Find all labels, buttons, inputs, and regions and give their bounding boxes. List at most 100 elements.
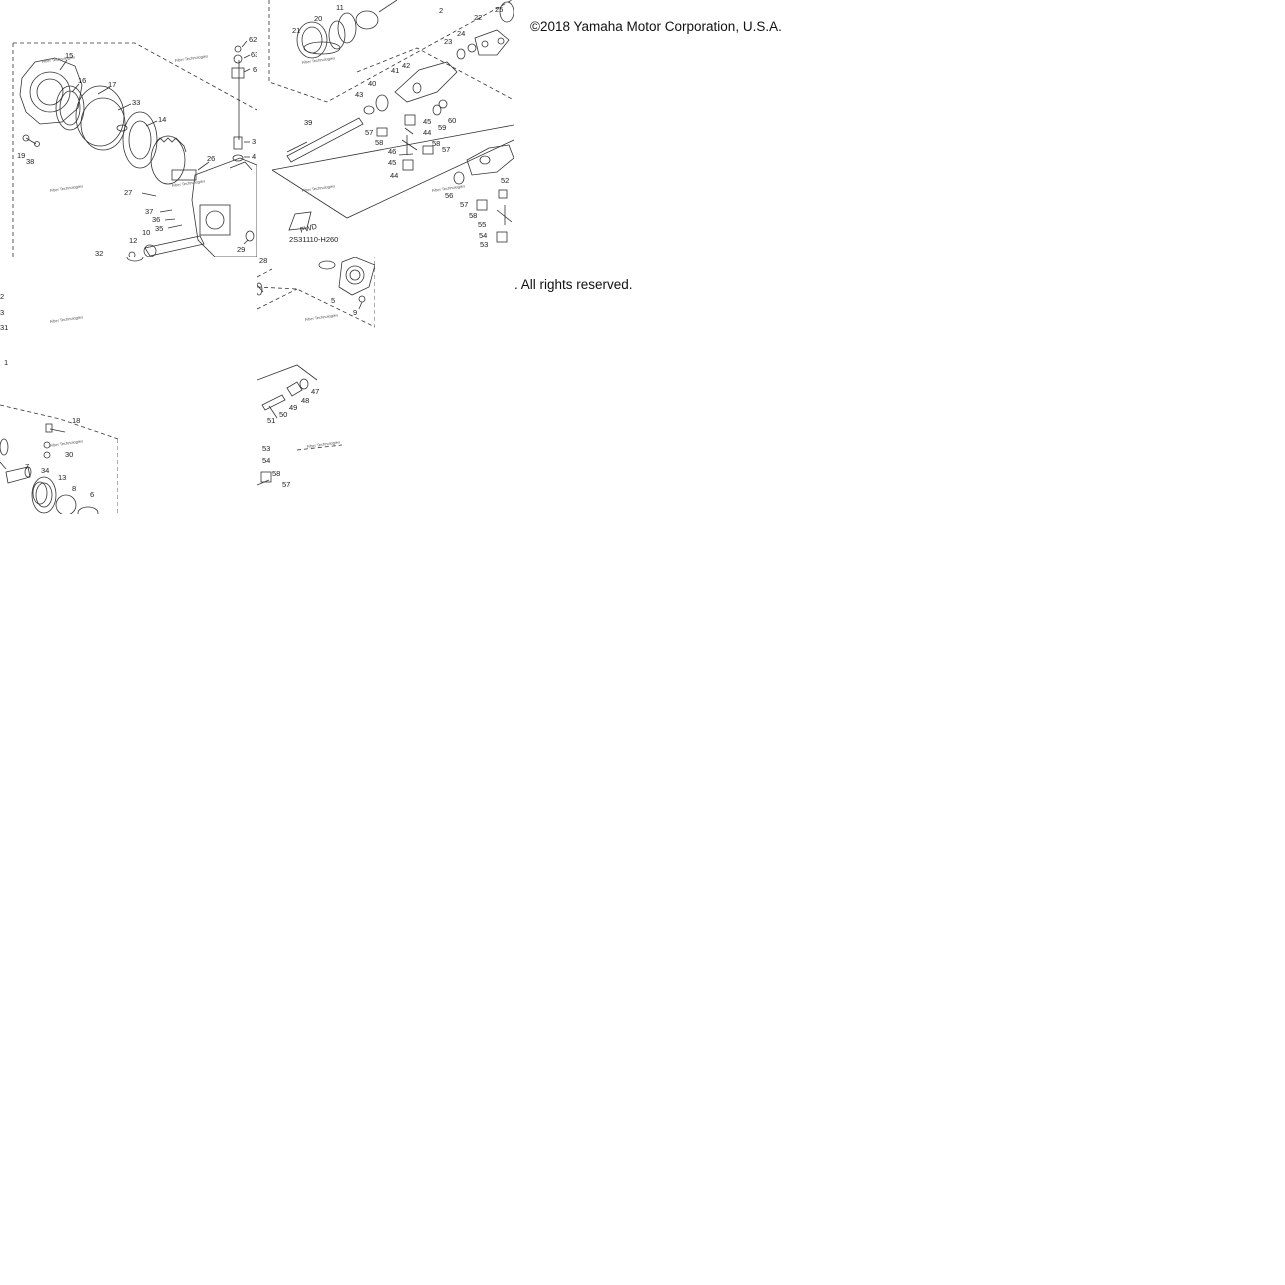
svg-text:53: 53 (262, 444, 270, 453)
copyright-text: ©2018 Yamaha Motor Corporation, U.S.A. (530, 19, 782, 34)
svg-text:58: 58 (272, 469, 280, 478)
svg-text:16: 16 (78, 76, 86, 85)
svg-text:58: 58 (469, 211, 477, 220)
svg-text:57: 57 (442, 145, 450, 154)
svg-text:Fiber Technologies: Fiber Technologies (171, 178, 205, 188)
left-fragment-view: Fiber Technologies 2 3 31 1 (0, 257, 144, 367)
fwd-arrow-label: FWD (299, 221, 318, 234)
svg-text:52: 52 (501, 176, 509, 185)
svg-text:7: 7 (25, 462, 29, 471)
svg-text:14: 14 (158, 115, 166, 124)
svg-text:12: 12 (129, 236, 137, 245)
pinion-exploded-view: Fiber Technologies 18 30 7 34 13 8 6 (0, 404, 118, 514)
svg-text:36: 36 (152, 215, 160, 224)
svg-text:44: 44 (423, 128, 431, 137)
svg-text:Fiber Technologies: Fiber Technologies (304, 312, 338, 322)
diagram-tile-flange: Fiber Technologies 28 5 9 (257, 257, 375, 337)
svg-text:11: 11 (336, 3, 344, 12)
svg-text:54: 54 (479, 231, 487, 240)
svg-text:18: 18 (72, 416, 80, 425)
svg-text:23: 23 (444, 37, 452, 46)
svg-text:45: 45 (388, 158, 396, 167)
svg-text:2: 2 (439, 6, 443, 15)
diagram-tile-left-fragment: Fiber Technologies 2 3 31 1 (0, 257, 257, 367)
svg-text:45: 45 (423, 117, 431, 126)
svg-text:Fiber Technologies: Fiber Technologies (49, 314, 83, 324)
svg-text:30: 30 (65, 450, 73, 459)
svg-text:19: 19 (17, 151, 25, 160)
diagram-code: 2S31110-H260 (289, 235, 338, 244)
svg-text:15: 15 (65, 51, 73, 60)
svg-text:13: 13 (58, 473, 66, 482)
svg-text:1: 1 (4, 358, 8, 367)
svg-text:Fiber Technologies: Fiber Technologies (306, 439, 340, 449)
svg-text:37: 37 (145, 207, 153, 216)
svg-text:26: 26 (207, 154, 215, 163)
svg-text:17: 17 (108, 80, 116, 89)
svg-text:57: 57 (365, 128, 373, 137)
svg-text:44: 44 (390, 171, 398, 180)
svg-text:41: 41 (391, 66, 399, 75)
svg-text:3: 3 (0, 308, 4, 317)
svg-text:42: 42 (402, 61, 410, 70)
svg-text:25: 25 (495, 5, 503, 14)
svg-text:57: 57 (282, 480, 290, 489)
svg-text:22: 22 (474, 13, 482, 22)
svg-text:40: 40 (368, 79, 376, 88)
diagram-tile-driveshaft: FWD 2S31110-H260 Fiber Technologies Fibe… (257, 0, 514, 257)
svg-text:35: 35 (155, 224, 163, 233)
svg-text:5: 5 (331, 296, 335, 305)
svg-text:48: 48 (301, 396, 309, 405)
svg-text:28: 28 (259, 257, 267, 265)
svg-text:21: 21 (292, 26, 300, 35)
flange-exploded-view: Fiber Technologies 28 5 9 (257, 257, 375, 328)
svg-text:20: 20 (314, 14, 322, 23)
part-label: 62 (249, 35, 257, 44)
svg-text:27: 27 (124, 188, 132, 197)
svg-text:10: 10 (142, 228, 150, 237)
svg-text:47: 47 (311, 387, 319, 396)
watermark-label: Fiber Technologies (41, 54, 75, 64)
driveshaft-exploded-view: FWD 2S31110-H260 Fiber Technologies Fibe… (268, 0, 514, 249)
diagram-tile-small-shaft: Fiber Technologies 47 48 49 50 51 53 54 … (257, 360, 347, 495)
svg-text:24: 24 (457, 29, 465, 38)
svg-text:56: 56 (445, 191, 453, 200)
svg-text:Fiber Technologies: Fiber Technologies (49, 438, 83, 448)
svg-text:Fiber Technologies: Fiber Technologies (301, 183, 335, 193)
svg-text:46: 46 (388, 147, 396, 156)
diagram-tile-pinion: Fiber Technologies 18 30 7 34 13 8 6 (0, 367, 118, 514)
svg-text:Fiber Technologies: Fiber Technologies (431, 183, 465, 193)
svg-text:43: 43 (355, 90, 363, 99)
svg-text:2: 2 (0, 292, 4, 301)
svg-text:57: 57 (460, 200, 468, 209)
svg-text:33: 33 (132, 98, 140, 107)
svg-text:54: 54 (262, 456, 270, 465)
svg-text:4: 4 (252, 152, 256, 161)
svg-text:9: 9 (353, 308, 357, 317)
svg-text:63: 63 (251, 50, 257, 59)
svg-text:59: 59 (438, 123, 446, 132)
svg-text:50: 50 (279, 410, 287, 419)
svg-text:29: 29 (237, 245, 245, 254)
housing-exploded-view: Fiber Technologies Fiber Technologies Fi… (12, 35, 257, 257)
svg-text:38: 38 (26, 157, 34, 166)
svg-text:60: 60 (448, 116, 456, 125)
svg-text:51: 51 (267, 416, 275, 425)
svg-text:39: 39 (304, 118, 312, 127)
svg-text:Fiber Technologies: Fiber Technologies (301, 55, 335, 65)
small-shaft-view: Fiber Technologies 47 48 49 50 51 53 54 … (257, 364, 343, 489)
svg-text:34: 34 (41, 466, 49, 475)
svg-text:58: 58 (375, 138, 383, 147)
svg-text:53: 53 (480, 240, 488, 249)
svg-text:55: 55 (478, 220, 486, 229)
svg-text:64: 64 (253, 65, 257, 74)
svg-text:Fiber Technologies: Fiber Technologies (49, 183, 83, 193)
svg-text:Fiber Technologies: Fiber Technologies (174, 53, 208, 63)
svg-text:6: 6 (90, 490, 94, 499)
svg-text:31: 31 (0, 323, 8, 332)
svg-text:3: 3 (252, 137, 256, 146)
diagram-tile-housing: Fiber Technologies Fiber Technologies Fi… (0, 0, 257, 257)
svg-text:58: 58 (432, 139, 440, 148)
svg-text:8: 8 (72, 484, 76, 493)
rights-reserved-text: . All rights reserved. (514, 277, 633, 292)
